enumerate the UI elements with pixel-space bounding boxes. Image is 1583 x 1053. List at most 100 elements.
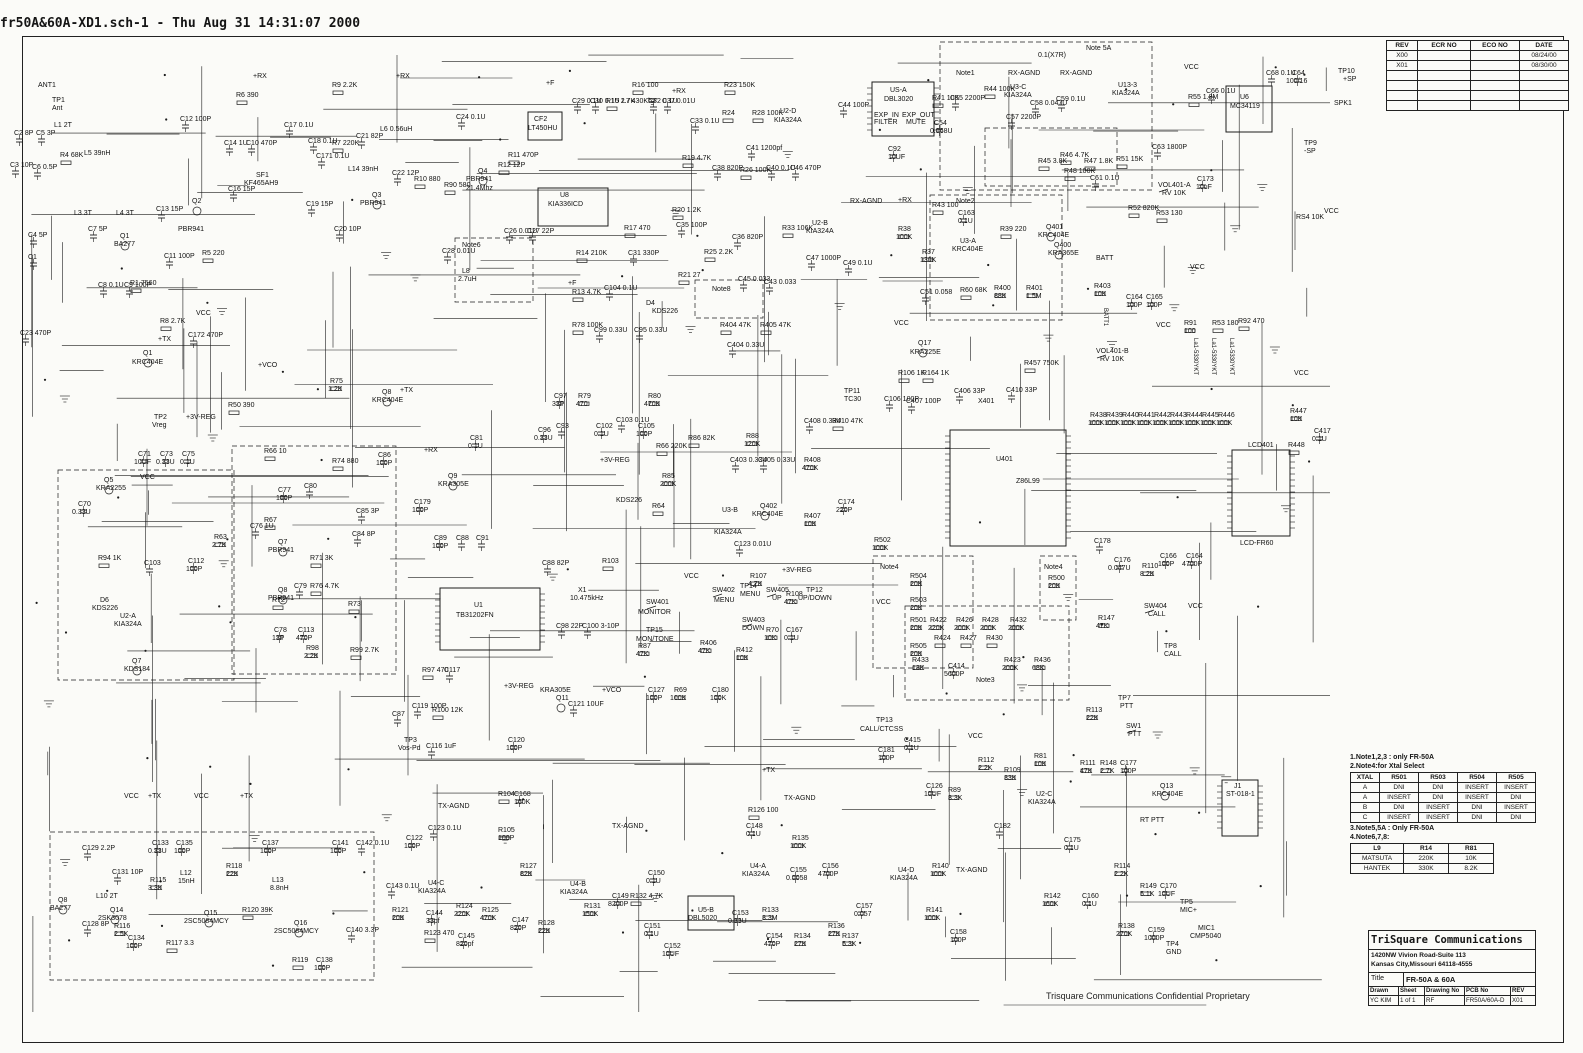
component-label: Q8 bbox=[58, 897, 68, 904]
component-label: R15 2.7K bbox=[606, 98, 636, 105]
table-cell bbox=[1470, 50, 1520, 61]
component-label: MENU bbox=[740, 591, 761, 598]
component-label: R135 bbox=[792, 835, 809, 842]
component-label: R85 bbox=[662, 473, 675, 480]
component-label: R132 4.7K bbox=[630, 893, 664, 900]
component-label: R25 2.2K bbox=[704, 249, 734, 256]
component-label: 0.33U bbox=[72, 509, 91, 516]
component-label: +TX bbox=[158, 336, 172, 343]
component-label: L1 2T bbox=[54, 122, 72, 129]
component-label: R55 1.8M bbox=[1188, 94, 1219, 101]
component-label: C150 bbox=[648, 870, 665, 877]
confidential-footer: Trisquare Communications Confidential Pr… bbox=[1046, 991, 1250, 1001]
component-label: 0.1U bbox=[594, 431, 609, 438]
component-label: TP11 bbox=[844, 388, 861, 395]
component-label: TC30 bbox=[844, 396, 862, 403]
component-label: R147 bbox=[1098, 615, 1115, 622]
component-label: 100K bbox=[1200, 420, 1217, 427]
component-label: R13 4.7K bbox=[572, 289, 602, 296]
component-label: Q7 bbox=[132, 658, 142, 665]
component-label: C417 bbox=[1314, 428, 1331, 435]
component-label: La1-5330YKT bbox=[1192, 338, 1198, 376]
table-cell: 220K bbox=[1403, 853, 1449, 864]
component-label: C131 10P bbox=[112, 869, 144, 876]
component-label: C121 10UF bbox=[568, 701, 604, 708]
component-label: R78 100K bbox=[572, 322, 604, 329]
component-label: 0.1(X7R) bbox=[1038, 52, 1067, 59]
component-label: R108 bbox=[786, 591, 803, 598]
component-label: 100K bbox=[1088, 420, 1105, 427]
component-label: 20K bbox=[910, 581, 923, 588]
address-line-1: 1420NW Vivion Road-Suite 113 bbox=[1371, 952, 1466, 959]
table-cell: INSERT bbox=[1418, 812, 1458, 823]
component-label: U8 bbox=[560, 192, 569, 199]
component-label: 10K bbox=[764, 635, 777, 642]
table-cell bbox=[1470, 90, 1520, 101]
table-cell: DNI bbox=[1457, 812, 1497, 823]
table-cell bbox=[1519, 90, 1569, 101]
component-label: C78 bbox=[274, 627, 287, 634]
component-label: 100P bbox=[432, 543, 449, 550]
component-label: C64 bbox=[1292, 70, 1305, 77]
component-label: C173 bbox=[1197, 176, 1214, 183]
component-label: R86 82K bbox=[688, 435, 716, 442]
component-label: C158 bbox=[950, 929, 967, 936]
component-label: C20 10P bbox=[334, 226, 362, 233]
component-label: 2.2K bbox=[1114, 871, 1129, 878]
component-label: 100P bbox=[186, 566, 203, 573]
component-label: 3.3K bbox=[148, 885, 163, 892]
component-label: U3-B bbox=[722, 507, 738, 514]
title-value: FR-50A & 60A bbox=[1406, 974, 1456, 984]
component-label: KIA324A bbox=[1028, 799, 1056, 806]
component-label: R440 bbox=[1122, 412, 1139, 419]
component-label: 0.1U bbox=[1312, 436, 1327, 443]
component-label: C123 0.1U bbox=[428, 825, 462, 832]
component-label: U3-A bbox=[960, 238, 976, 245]
component-label: R128 bbox=[538, 920, 555, 927]
component-label: 200K bbox=[980, 625, 997, 632]
component-label: R53 130 bbox=[1156, 210, 1183, 217]
component-label: 10.475kHz bbox=[570, 595, 604, 602]
component-label: KRC404E bbox=[752, 511, 784, 518]
component-label: C171 0.1U bbox=[316, 153, 350, 160]
component-label: +VCO bbox=[258, 362, 278, 369]
component-label: U2-B bbox=[812, 220, 828, 227]
component-label: 10K bbox=[1094, 291, 1107, 298]
component-label: 21.4Mhz bbox=[466, 185, 493, 192]
component-label: 220P bbox=[836, 507, 853, 514]
component-label: VCC bbox=[876, 599, 891, 606]
component-label: VCC bbox=[196, 310, 211, 317]
component-label: C147 bbox=[512, 917, 529, 924]
component-label: L3 3T bbox=[74, 210, 92, 217]
component-label: VCC bbox=[140, 474, 155, 481]
component-label: +TX bbox=[400, 387, 414, 394]
component-label: R123 470 bbox=[424, 930, 455, 937]
component-label: Ant bbox=[52, 105, 63, 112]
component-label: CMP5040 bbox=[1190, 933, 1222, 940]
component-label: MON/TONE bbox=[636, 636, 674, 643]
component-label: 200K bbox=[1008, 625, 1025, 632]
table-cell: MATSUTA bbox=[1350, 853, 1404, 864]
component-label: 8.2K bbox=[1140, 571, 1155, 578]
component-label: CALL bbox=[1148, 611, 1166, 618]
note-line-1: 1.Note1,2,3 : only FR-50A bbox=[1350, 754, 1435, 761]
component-label: R502 bbox=[874, 537, 891, 544]
component-label: VOL401-B bbox=[1096, 348, 1129, 355]
component-label: C154 bbox=[766, 933, 783, 940]
component-label: 2.7uH bbox=[458, 276, 477, 283]
component-label: R131 bbox=[584, 903, 601, 910]
component-label: C405 0.33U bbox=[758, 457, 796, 464]
component-label: 0.057 bbox=[854, 911, 872, 918]
component-label: C141 bbox=[332, 840, 349, 847]
component-label: R43 100 bbox=[932, 202, 959, 209]
table-cell bbox=[1417, 100, 1471, 111]
component-label: C88 bbox=[456, 535, 469, 542]
component-label: FILTER bbox=[874, 119, 898, 126]
component-label: C17 0.1U bbox=[284, 122, 314, 129]
component-label: U4-C bbox=[428, 880, 445, 887]
component-label: VCC bbox=[1184, 64, 1199, 71]
component-label: 47K bbox=[1096, 623, 1109, 630]
component-label: R66 10 bbox=[264, 448, 287, 455]
component-label: U401 bbox=[996, 456, 1013, 463]
